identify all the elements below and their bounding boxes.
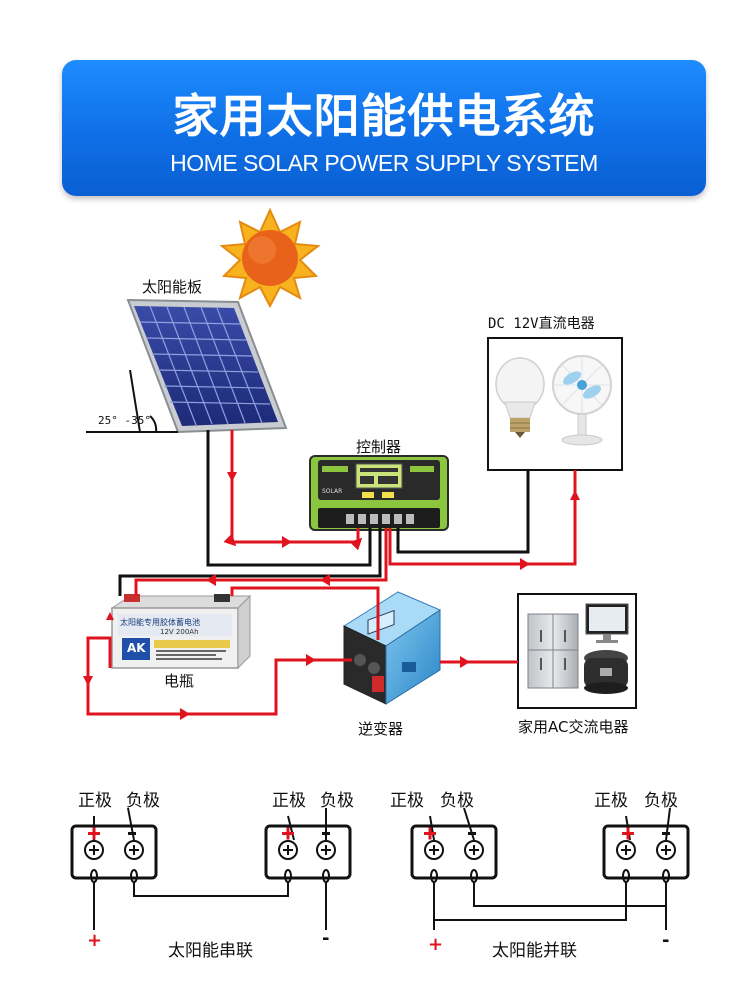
series-terminal-marks xyxy=(88,827,330,840)
battery-label: 电瓶 xyxy=(164,672,195,690)
red-wires xyxy=(86,430,577,716)
parallel-caption: 太阳能并联 xyxy=(492,941,577,961)
battery-spec: 12V 200Ah xyxy=(160,628,199,636)
controller-brand: SOLAR xyxy=(322,488,343,495)
solar-panel-label: 太阳能板 xyxy=(142,278,203,296)
fridge-icon xyxy=(527,613,579,689)
dc-appliance-label: DC 12V直流电器 xyxy=(488,316,595,332)
series-plus-sign: + xyxy=(87,930,103,951)
title-cn: 家用太阳能供电系统 xyxy=(172,89,596,143)
parallel-positive-label-1: 正极 xyxy=(390,791,424,811)
parallel-negative-label-1: 负极 xyxy=(440,791,474,811)
series-caption: 太阳能串联 xyxy=(168,941,253,961)
title-banner: 家用太阳能供电系统 HOME SOLAR POWER SUPPLY SYSTEM xyxy=(62,60,706,196)
black-wires xyxy=(118,430,530,596)
inverter-label: 逆变器 xyxy=(358,720,404,738)
series-positive-label-2: 正极 xyxy=(272,791,306,811)
parallel-plus-sign: + xyxy=(428,934,444,955)
series-positive-label-1: 正极 xyxy=(78,791,112,811)
bulb-icon xyxy=(495,357,545,438)
series-negative-label-1: 负极 xyxy=(126,791,160,811)
parallel-schematic xyxy=(410,807,690,930)
fan-icon xyxy=(552,355,612,446)
parallel-minus-sign: - xyxy=(662,930,670,951)
title-en: HOME SOLAR POWER SUPPLY SYSTEM xyxy=(170,150,598,176)
battery-brand: AK xyxy=(127,641,146,655)
series-schematic xyxy=(70,807,352,930)
controller-icon xyxy=(309,455,449,531)
controller-label: 控制器 xyxy=(356,438,402,456)
rice-cooker-icon xyxy=(584,650,628,694)
parallel-terminal-marks xyxy=(424,827,670,840)
computer-icon xyxy=(585,603,629,643)
inverter-icon xyxy=(342,591,442,705)
solar-panel-icon xyxy=(126,298,288,434)
ac-appliance-label: 家用AC交流电器 xyxy=(518,718,629,736)
battery-text: 太阳能专用胶体蓄电池 xyxy=(120,618,200,627)
tilt-stand-icon xyxy=(86,369,178,433)
battery-icon xyxy=(110,594,252,670)
series-negative-label-2: 负极 xyxy=(320,791,354,811)
tilt-angle-label: 25° -35° xyxy=(98,414,151,427)
parallel-negative-label-2: 负极 xyxy=(644,791,678,811)
parallel-positive-label-2: 正极 xyxy=(594,791,628,811)
flow-arrows xyxy=(83,472,580,720)
sun-icon xyxy=(219,207,321,309)
series-minus-sign: - xyxy=(322,928,330,949)
